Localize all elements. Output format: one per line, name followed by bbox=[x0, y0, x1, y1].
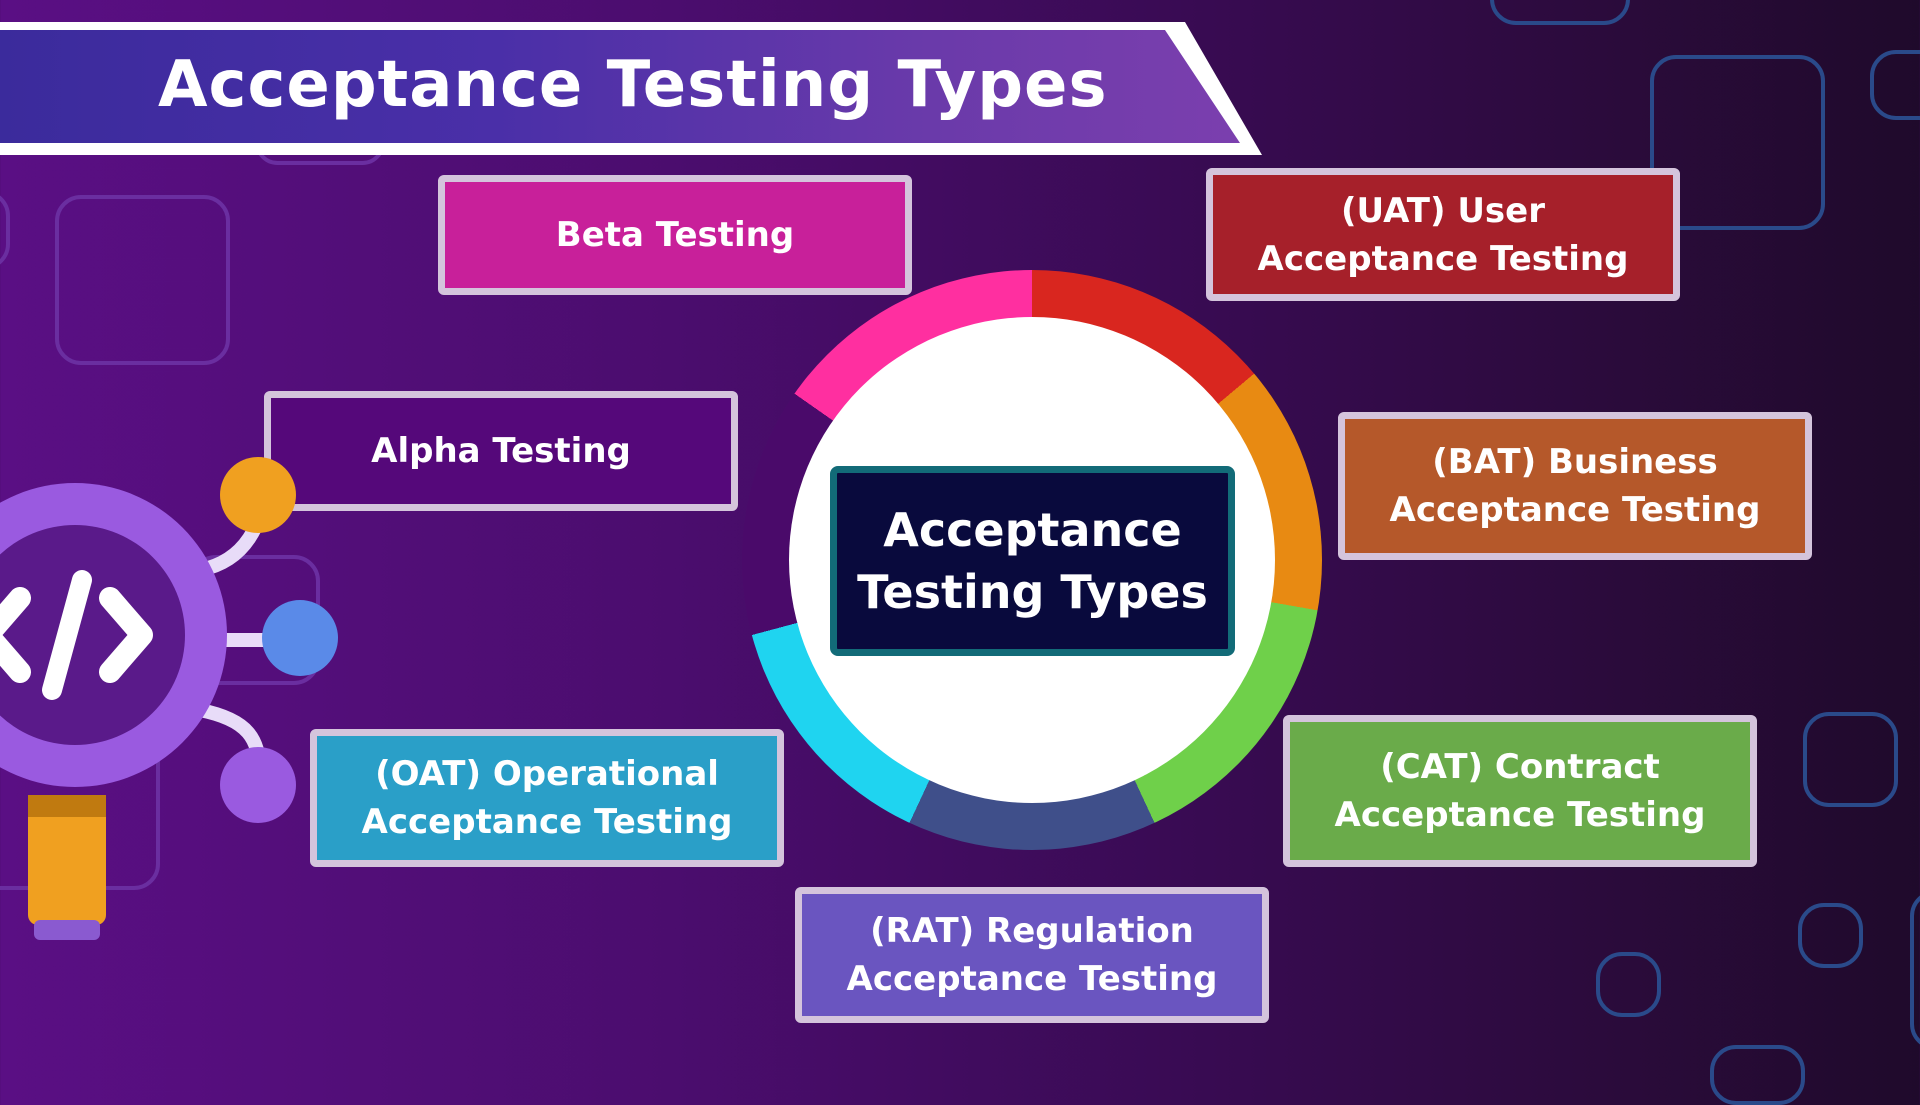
decorative-square bbox=[1803, 712, 1898, 807]
node-beta-testing: Beta Testing bbox=[438, 175, 912, 295]
title-banner bbox=[0, 30, 1240, 143]
decorative-square bbox=[1490, 0, 1630, 25]
node-alpha-testing: Alpha Testing bbox=[264, 391, 738, 511]
node-uat: (UAT) User Acceptance Testing bbox=[1206, 168, 1680, 301]
decorative-square bbox=[1650, 55, 1825, 230]
center-title-box: Acceptance Testing Types bbox=[830, 466, 1235, 656]
decorative-square bbox=[1870, 50, 1920, 120]
node-bat: (BAT) Business Acceptance Testing bbox=[1338, 412, 1812, 560]
page-title: Acceptance Testing Types bbox=[158, 48, 1108, 122]
node-oat: (OAT) Operational Acceptance Testing bbox=[310, 729, 784, 867]
decorative-square bbox=[1798, 903, 1863, 968]
decorative-square bbox=[1910, 890, 1920, 1050]
decorative-square bbox=[0, 190, 10, 270]
node-cat: (CAT) Contract Acceptance Testing bbox=[1283, 715, 1757, 867]
decorative-square bbox=[1596, 952, 1661, 1017]
decorative-square bbox=[1710, 1045, 1805, 1105]
decorative-square bbox=[55, 195, 230, 365]
code-magnifier-icon bbox=[0, 440, 360, 960]
node-rat: (RAT) Regulation Acceptance Testing bbox=[795, 887, 1269, 1023]
